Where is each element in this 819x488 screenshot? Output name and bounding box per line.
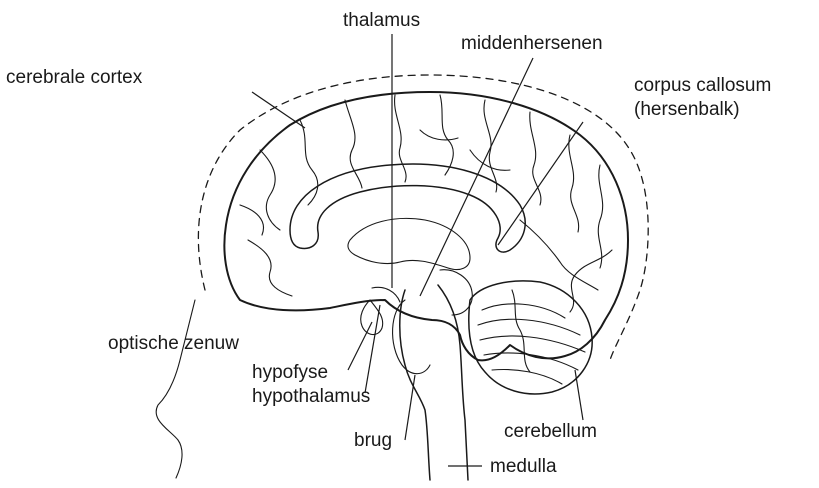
corpus-callosum-shape (290, 164, 525, 252)
label-corpus-callosum-sub: (hersenbalk) (634, 99, 740, 121)
label-pons: brug (354, 430, 392, 452)
leader-cerebellum (575, 370, 583, 420)
label-cortex: cerebrale cortex (6, 67, 142, 89)
label-medulla: medulla (490, 456, 557, 478)
leader-midbrain (420, 58, 533, 296)
thalamus-shape (348, 218, 470, 269)
label-thalamus: thalamus (343, 10, 420, 32)
cortex-folds (240, 95, 612, 312)
label-hypothalamus: hypothalamus (252, 386, 370, 408)
brain-outline (224, 92, 628, 360)
leader-hypothalamus (365, 305, 380, 393)
skull-outline (198, 75, 648, 360)
leader-corpus-callosum (498, 122, 583, 245)
label-corpus-callosum: corpus callosum (634, 75, 771, 97)
label-pituitary: hypofyse (252, 362, 328, 384)
label-optic-nerve: optische zenuw (108, 333, 239, 355)
face-contour (156, 300, 195, 478)
label-midbrain: middenhersenen (461, 33, 603, 55)
label-cerebellum: cerebellum (504, 421, 597, 443)
leader-brug (405, 375, 415, 440)
midbrain-shape (440, 270, 472, 315)
leader-hypofyse (348, 322, 372, 370)
brainstem-back (438, 285, 468, 480)
